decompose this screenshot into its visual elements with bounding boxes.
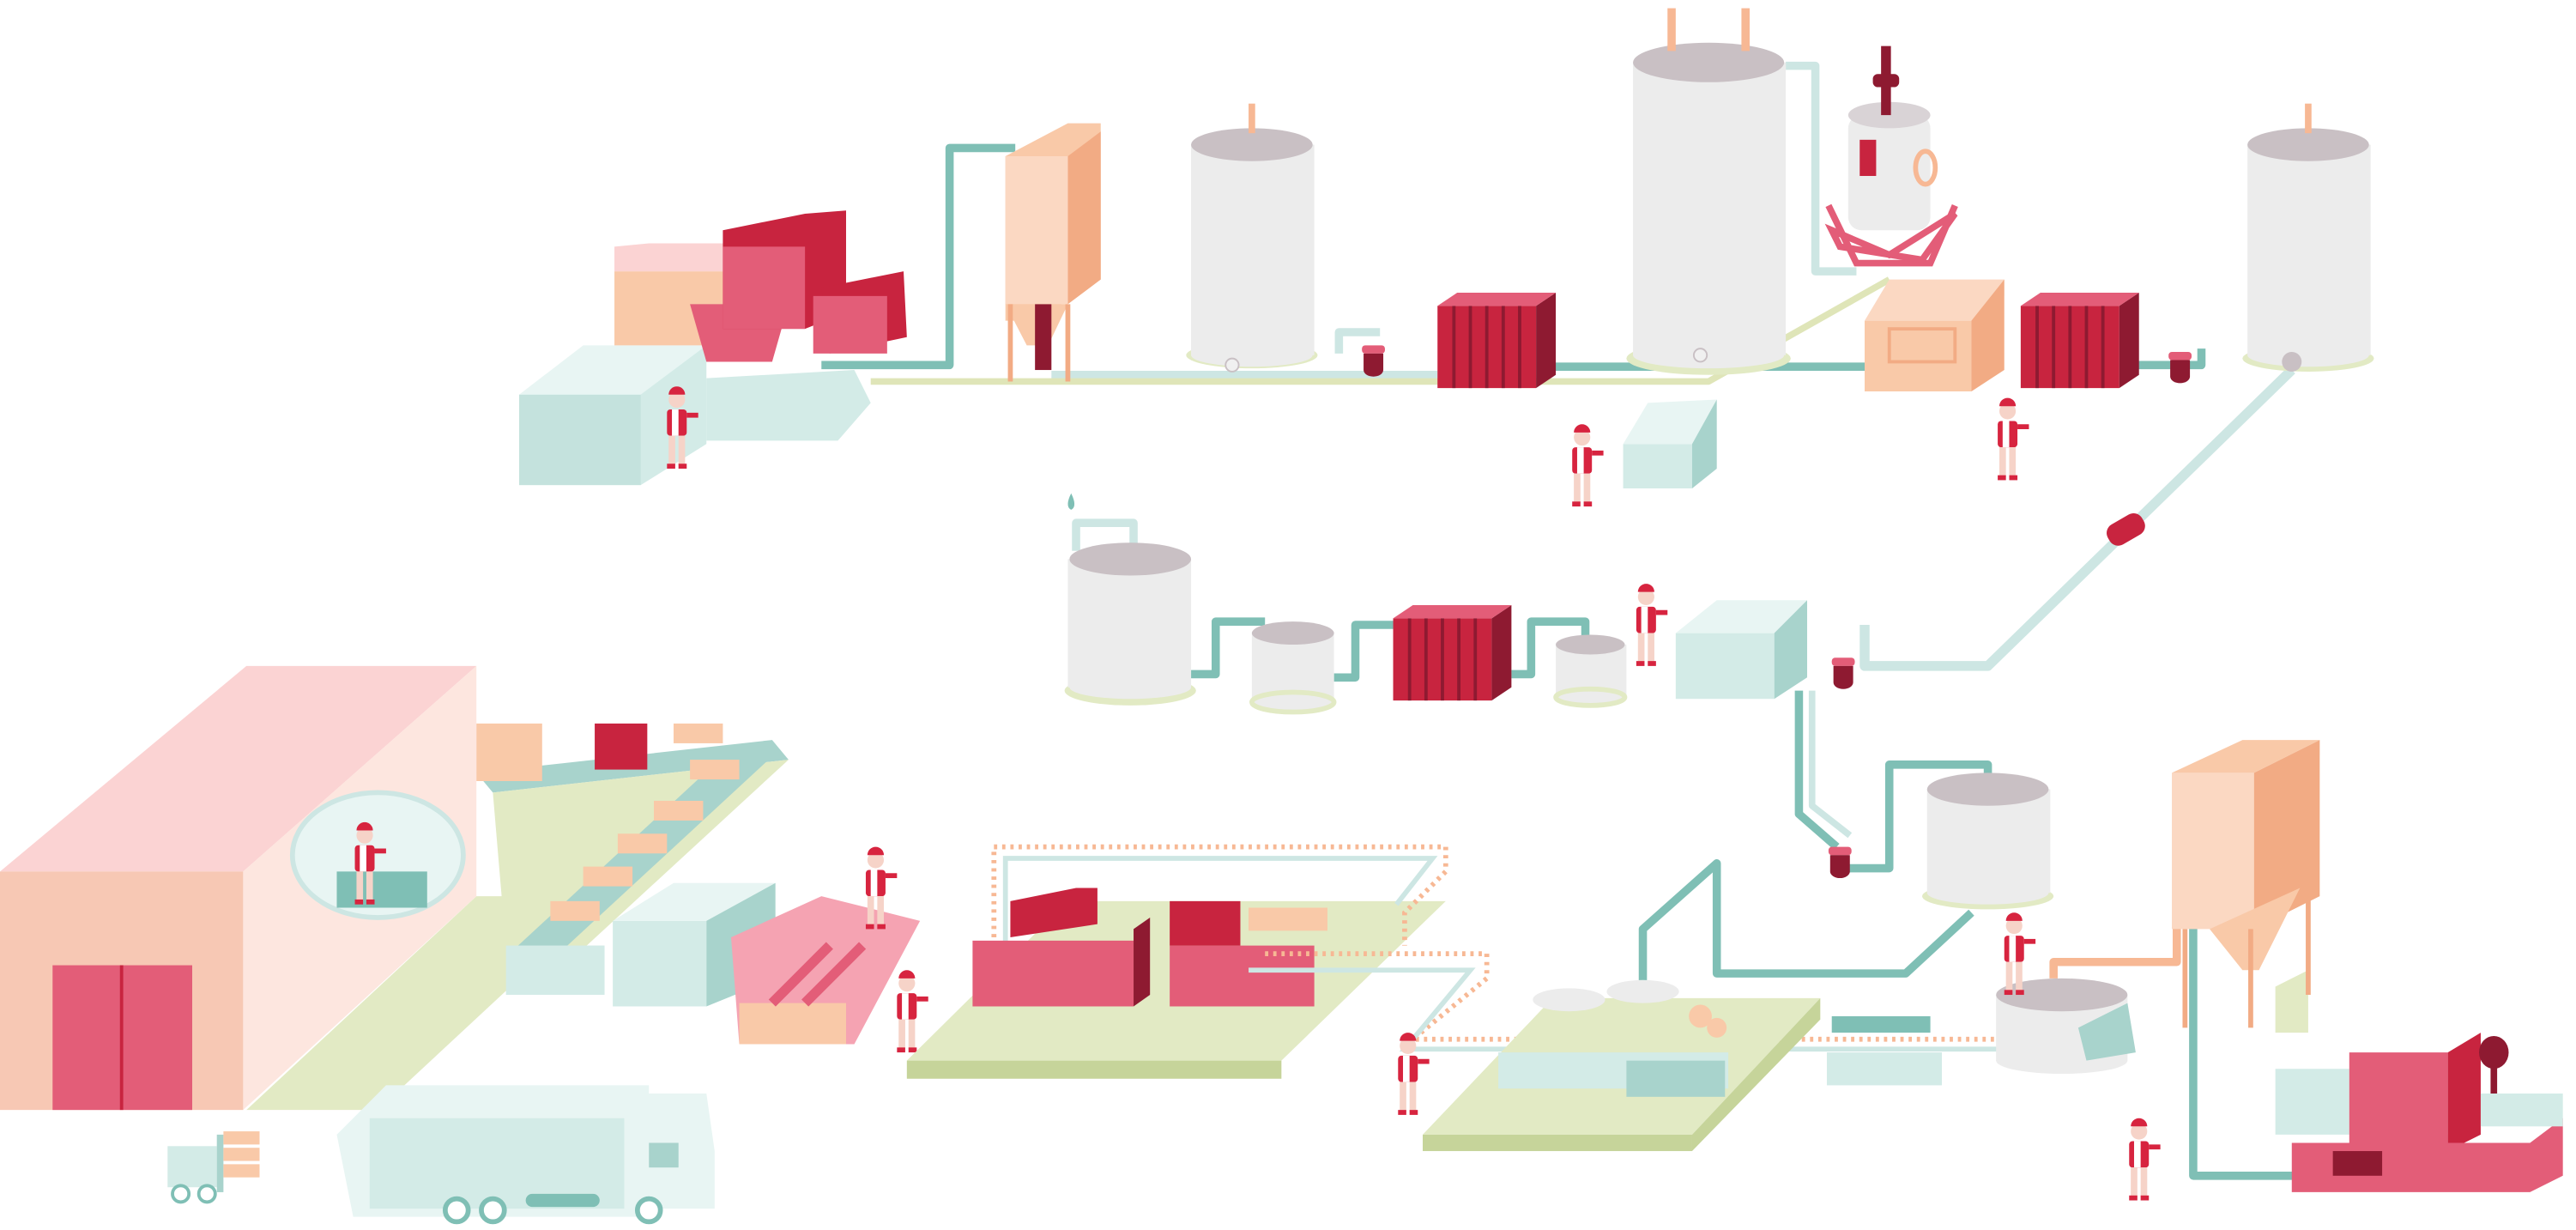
pipe-light-mid	[1334, 328, 1381, 354]
storage-tank-mid	[1064, 493, 1196, 706]
worker-icon	[1998, 397, 2029, 481]
delivery-truck	[336, 1085, 715, 1225]
control-unit	[1865, 279, 2005, 391]
silo-top	[1005, 123, 1101, 382]
pipe-teal-top	[821, 143, 1016, 370]
worker-icon	[2129, 1118, 2161, 1201]
mixing-tank	[1249, 621, 1337, 715]
warehouse	[0, 665, 608, 1111]
valve-icon	[1362, 345, 1385, 377]
pipe-mid-teal2	[1333, 621, 1394, 682]
packaging-platform	[906, 844, 1448, 1079]
packing-station	[613, 846, 928, 1053]
pipe-down	[1794, 690, 1840, 851]
valve-icon	[2168, 351, 2192, 384]
reactor-vessel	[1824, 45, 1958, 267]
conveyor-system-left	[476, 723, 789, 996]
pipe-right-diagonal	[1859, 366, 2295, 671]
worker-icon	[897, 970, 928, 1053]
raw-material-station	[518, 210, 907, 486]
filter-press-2	[2018, 291, 2141, 391]
storage-tank-big	[1626, 8, 1791, 375]
pipe-mid-light	[1072, 518, 1138, 551]
storage-tank-right	[2242, 103, 2374, 372]
pipe-mid-teal3	[1511, 617, 1590, 679]
pipe-lower-loop	[1638, 858, 1974, 987]
machine-mint	[1623, 399, 1717, 488]
extruder-machine	[2275, 1033, 2563, 1192]
valve-icon	[1831, 657, 1855, 689]
silo-bottom	[2172, 740, 2320, 1033]
filter-press-1	[1436, 291, 1557, 391]
filter-press-3	[1391, 603, 1514, 703]
forklift	[167, 1131, 260, 1204]
pipe-light-bigtank	[1786, 61, 1857, 276]
worker-icon	[1398, 1033, 1430, 1115]
processing-unit-mid	[1675, 600, 1807, 700]
small-tank	[1553, 634, 1628, 708]
pipe-silo-peach	[2049, 920, 2181, 979]
worker-icon	[1572, 424, 1604, 507]
pipe-green-top	[870, 276, 1891, 385]
valve-icon	[1828, 846, 1852, 879]
pipe-mid-teal	[1191, 617, 1266, 679]
inline-pump	[2107, 512, 2145, 546]
rotary-filler	[1996, 978, 2136, 1075]
storage-tank-lower	[1922, 773, 2054, 910]
pipe-teal-short	[2135, 348, 2206, 370]
pipe-lower-teal	[1840, 760, 1992, 873]
storage-tank-1	[1186, 103, 1318, 373]
filling-platform	[1422, 979, 1942, 1152]
worker-icon	[1636, 584, 1668, 666]
pipe-down-light	[1808, 690, 1853, 839]
